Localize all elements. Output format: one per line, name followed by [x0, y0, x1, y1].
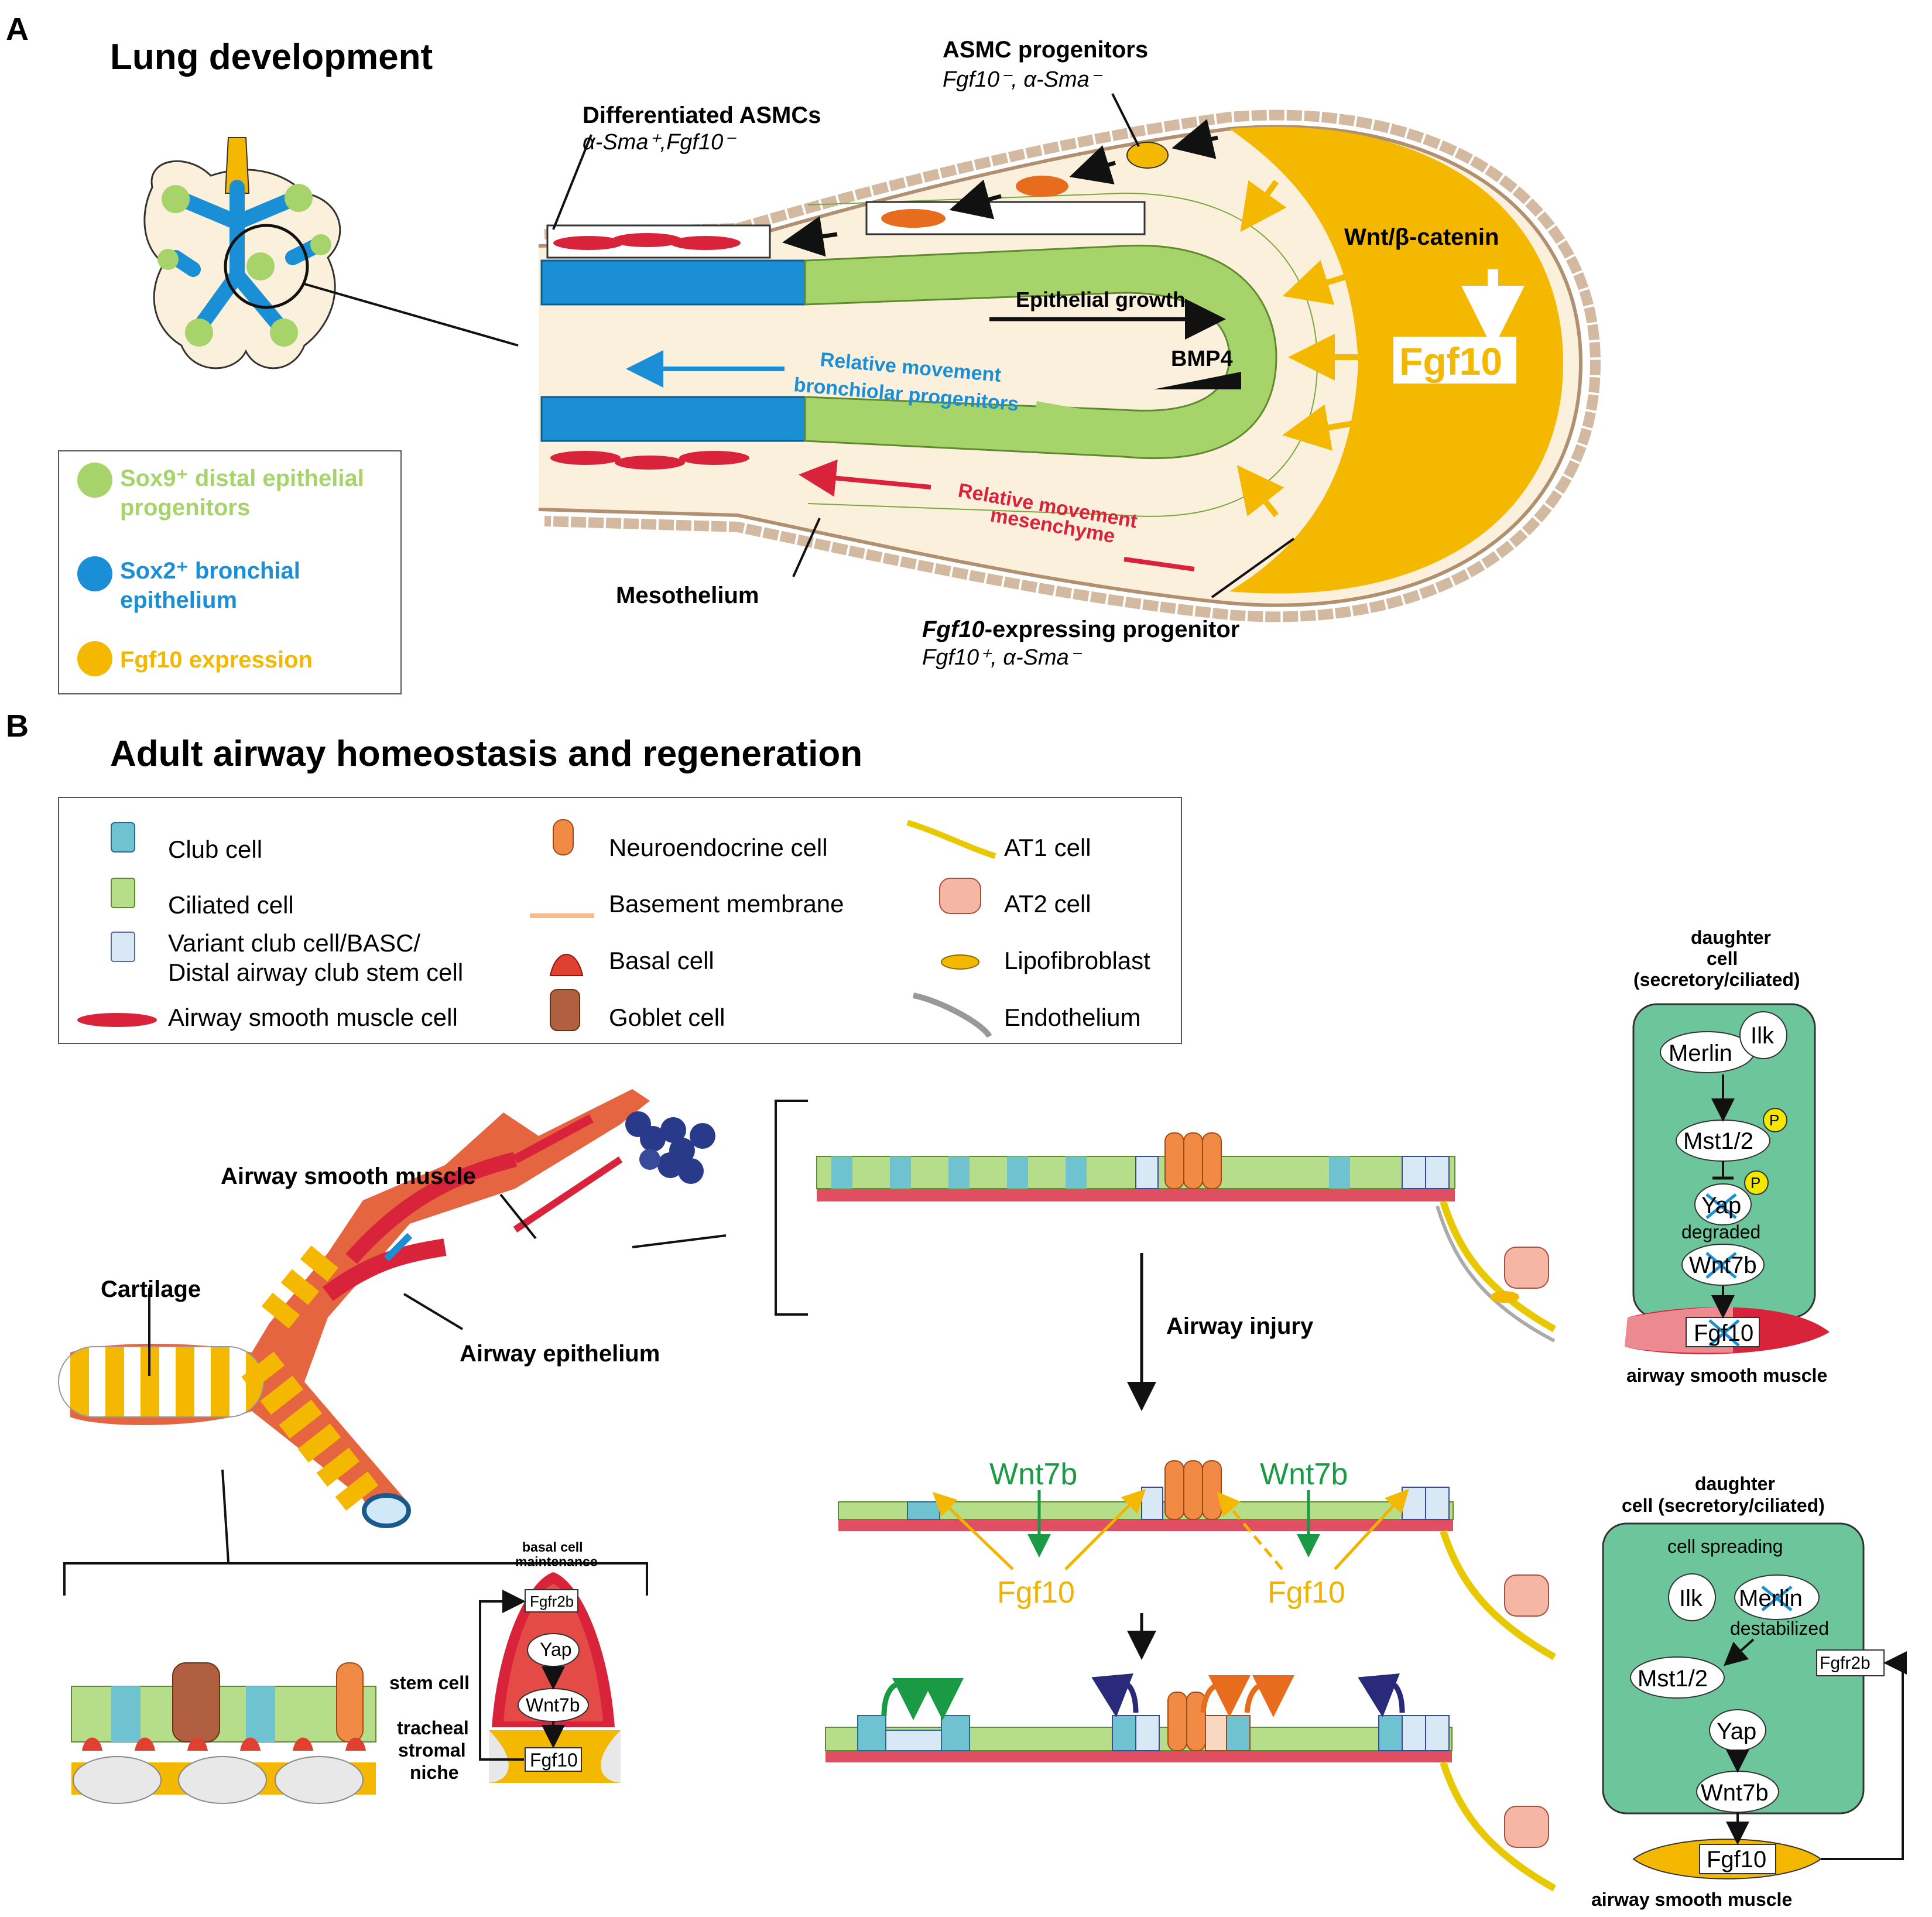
- asmc-progenitors-markers: Fgf10⁻, α-Sma⁻: [943, 67, 1103, 92]
- legend-club-cell: Club cell: [168, 836, 262, 863]
- bottom-muscle: airway smooth muscle: [1591, 1889, 1792, 1910]
- epithelium-homeostasis: [816, 1132, 1556, 1343]
- lung-schematic: [143, 137, 519, 369]
- bottom-fgf10: Fgf10: [1707, 1847, 1766, 1873]
- niche-label-1: tracheal: [397, 1717, 469, 1738]
- legend-variant-club-2: Distal airway club stem cell: [168, 959, 463, 986]
- panel-a-legend: Sox9⁺ distal epithelial progenitors Sox2…: [58, 450, 402, 694]
- airway-tree: [58, 1089, 727, 1563]
- airway-injury-label: Airway injury: [1166, 1313, 1314, 1339]
- panel-b-legend: Club cell Ciliated cell Variant club cel…: [58, 797, 1182, 1044]
- legend-asm-cell: Airway smooth muscle cell: [168, 1004, 458, 1031]
- fgf10-progenitor-markers: Fgf10⁺, α-Sma⁻: [922, 645, 1083, 670]
- niche-label-3: niche: [410, 1762, 459, 1783]
- legend-goblet-cell: Goblet cell: [609, 1004, 725, 1031]
- top-muscle: airway smooth muscle: [1626, 1365, 1827, 1386]
- bottom-path-title-1: daughter: [1695, 1473, 1775, 1494]
- pathway-regeneration: [1602, 1522, 1907, 1880]
- fgf10-big: Fgf10: [1399, 340, 1502, 383]
- bracket-top: [775, 1100, 808, 1316]
- wnt7b-left: Wnt7b: [989, 1457, 1077, 1491]
- legend-lipofibroblast: Lipofibroblast: [1004, 947, 1150, 974]
- epithelium-injury: [838, 1460, 1556, 1661]
- top-merlin: Merlin: [1669, 1040, 1732, 1066]
- basal-title-2: maintenance: [515, 1554, 598, 1569]
- bottom-ilk: Ilk: [1679, 1586, 1703, 1611]
- top-path-title-1: daughter: [1691, 927, 1771, 948]
- top-yap: Yap: [1701, 1193, 1741, 1218]
- fgf10-right: Fgf10: [1268, 1576, 1345, 1610]
- panel-b-title: Adult airway homeostasis and regeneratio…: [110, 734, 862, 774]
- basal-fgf10: Fgf10: [530, 1750, 578, 1771]
- bottom-merlin: Merlin: [1739, 1586, 1803, 1611]
- legend-neuroendocrine: Neuroendocrine cell: [609, 834, 828, 861]
- basal-fgfr2b: Fgfr2b: [530, 1593, 574, 1610]
- fgf10-progenitor-title: Fgf10-expressing progenitor: [922, 617, 1239, 642]
- stem-cell-label: stem cell: [389, 1672, 470, 1693]
- legend-basement-membrane: Basement membrane: [609, 890, 844, 918]
- legend-ciliated-cell: Ciliated cell: [168, 891, 294, 919]
- basal-wnt7b: Wnt7b: [526, 1695, 580, 1716]
- bottom-spreading: cell spreading: [1667, 1536, 1783, 1557]
- bottom-fgfr2b: Fgfr2b: [1820, 1654, 1871, 1673]
- top-fgf10: Fgf10: [1694, 1320, 1753, 1346]
- fgf10-big-box: [1393, 337, 1516, 384]
- basal-title-1: basal cell: [522, 1539, 583, 1555]
- bracket-bottom: [63, 1562, 648, 1596]
- top-ilk: Ilk: [1751, 1023, 1775, 1049]
- airway-epithelium-label: Airway epithelium: [460, 1341, 660, 1367]
- bottom-wnt7b: Wnt7b: [1701, 1780, 1769, 1806]
- legend-fgf10: Fgf10 expression: [120, 647, 313, 673]
- diff-asmc-title: Differentiated ASMCs: [583, 102, 821, 128]
- pathway-homeostasis: [1625, 1003, 1830, 1354]
- top-degraded: degraded: [1681, 1221, 1760, 1242]
- top-wnt7b: Wnt7b: [1689, 1252, 1757, 1278]
- legend-sox9-line2: progenitors: [120, 495, 250, 521]
- top-p-1: P: [1769, 1111, 1779, 1129]
- basal-pathway: [479, 1572, 621, 1783]
- epithelial-growth: Epithelial growth: [1016, 287, 1186, 311]
- legend-sox9-line1: Sox9⁺ distal epithelial: [120, 465, 364, 491]
- legend-basal-cell: Basal cell: [609, 947, 714, 974]
- wnt7b-right: Wnt7b: [1260, 1457, 1348, 1491]
- top-mst: Mst1/2: [1683, 1128, 1753, 1154]
- legend-at1-cell: AT1 cell: [1004, 834, 1091, 861]
- epithelium-regeneration: [825, 1673, 1556, 1892]
- niche-label-2: stromal: [398, 1740, 466, 1761]
- fgf10-left: Fgf10: [997, 1576, 1075, 1610]
- top-path-title-3: (secretory/ciliated): [1633, 969, 1800, 990]
- bmp4: BMP4: [1171, 347, 1233, 371]
- legend-sox2-line2: epithelium: [120, 587, 237, 613]
- panel-a-title: Lung development: [110, 37, 433, 77]
- bottom-yap: Yap: [1717, 1719, 1756, 1744]
- lung-bud: [538, 93, 1601, 622]
- basal-epithelium: [71, 1662, 376, 1804]
- panel-b-letter: B: [6, 708, 29, 744]
- legend-variant-club-1: Variant club cell/BASC/: [168, 929, 420, 957]
- bottom-path-title-2: cell (secretory/ciliated): [1622, 1495, 1825, 1516]
- cartilage-label: Cartilage: [101, 1276, 201, 1302]
- legend-endothelium: Endothelium: [1004, 1004, 1140, 1031]
- bottom-mst: Mst1/2: [1638, 1666, 1708, 1692]
- top-path-title-2: cell: [1707, 948, 1738, 969]
- airway-smooth-muscle-label: Airway smooth muscle: [221, 1163, 476, 1189]
- top-p-2: P: [1751, 1174, 1760, 1192]
- legend-sox2-line1: Sox2⁺ bronchial: [120, 558, 300, 584]
- wnt-beta-catenin: Wnt/β-catenin: [1344, 224, 1499, 250]
- panel-a-letter: A: [6, 12, 29, 47]
- asmc-progenitors-title: ASMC progenitors: [943, 37, 1148, 63]
- legend-at2-cell: AT2 cell: [1004, 890, 1091, 918]
- diff-asmc-markers: α-Sma⁺,Fgf10⁻: [583, 130, 737, 155]
- bottom-destabilized: destabilized: [1730, 1618, 1829, 1639]
- basal-yap: Yap: [540, 1639, 572, 1660]
- mesothelium-label: Mesothelium: [616, 583, 759, 608]
